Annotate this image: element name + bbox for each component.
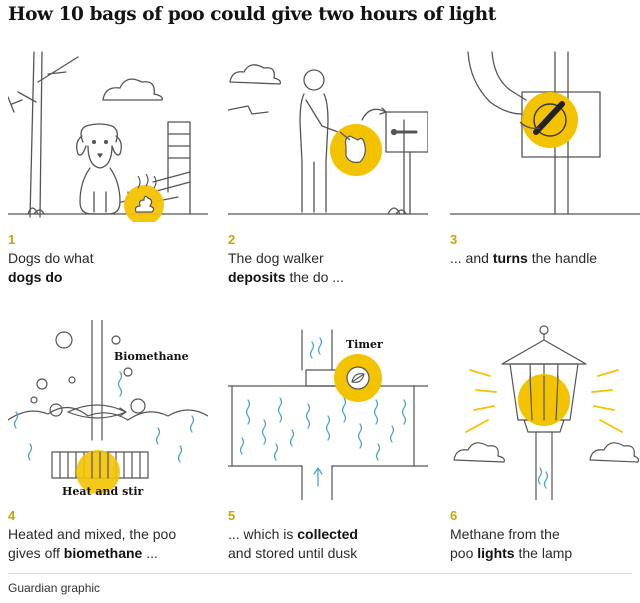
storage-tank-illustration: Timer bbox=[228, 329, 428, 500]
panel-step-5: Timer 5 ... which is collected and store… bbox=[228, 320, 428, 570]
dog-sitting-illustration bbox=[8, 51, 208, 218]
biomethane-label: Biomethane bbox=[114, 350, 189, 363]
digester-illustration: Biomethane Heat and stir bbox=[8, 320, 208, 498]
step-caption: Heated and mixed, the poo gives off biom… bbox=[8, 526, 177, 561]
step-caption: ... and turns the handle bbox=[450, 250, 598, 266]
step-caption: Dogs do what dogs do bbox=[8, 250, 94, 285]
step-caption: Methane from the poo lights the lamp bbox=[450, 526, 573, 561]
panel-step-6: 6 Methane from the poo lights the lamp bbox=[450, 320, 640, 570]
step-number: 3 bbox=[450, 232, 458, 247]
poo-highlight bbox=[124, 173, 164, 222]
panel-step-1: 1 Dogs do what dogs do bbox=[8, 42, 208, 292]
step-number: 6 bbox=[450, 508, 458, 523]
street-lamp-illustration bbox=[453, 325, 640, 500]
panel-step-4: Biomethane Heat and stir 4 Heated and mi… bbox=[8, 320, 208, 570]
footer-divider bbox=[8, 573, 632, 574]
panel-step-3: 3 ... and turns the handle bbox=[450, 42, 640, 292]
panel-step-2: 2 The dog walker deposits the do ... bbox=[228, 42, 428, 292]
step-caption: The dog walker deposits the do ... bbox=[228, 250, 344, 285]
timer-label: Timer bbox=[346, 338, 383, 351]
dog-walker-illustration bbox=[228, 64, 428, 215]
heat-and-stir-label: Heat and stir bbox=[62, 485, 144, 498]
step-number: 4 bbox=[8, 508, 16, 523]
step-caption: ... which is collected and stored until … bbox=[228, 526, 358, 561]
step-number: 1 bbox=[8, 232, 16, 247]
bag-highlight bbox=[330, 124, 382, 176]
step-number: 2 bbox=[228, 232, 236, 247]
source-credit: Guardian graphic bbox=[8, 581, 101, 595]
handle-highlight bbox=[519, 92, 578, 148]
step-number: 5 bbox=[228, 508, 236, 523]
graphic-title: How 10 bags of poo could give two hours … bbox=[8, 4, 496, 25]
